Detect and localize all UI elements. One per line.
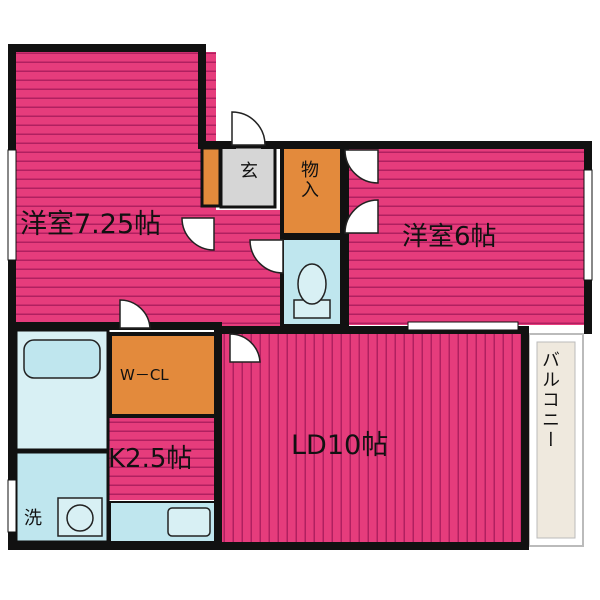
- room-label-western-6: 洋室6帖: [402, 222, 497, 252]
- door-swings: [119, 111, 379, 363]
- balcony-door: [407, 321, 519, 331]
- toilet-bowl: [297, 263, 327, 305]
- room-label-ld: LD10帖: [291, 430, 389, 461]
- entrance-storage: [200, 146, 222, 208]
- window-left: [7, 149, 17, 261]
- window-bath: [7, 479, 17, 533]
- washing-machine: [66, 504, 94, 532]
- room-kitchen: [108, 418, 220, 500]
- room-label-entrance: 玄: [240, 161, 258, 182]
- window-right: [583, 169, 593, 281]
- balcony-inner: [536, 341, 576, 539]
- room-western-6: [345, 145, 585, 325]
- room-label-storage: 物入: [298, 160, 319, 200]
- room-label-balcony: バルコニー: [539, 350, 560, 450]
- room-western-7-25: [16, 52, 216, 326]
- room-label-walkin-closet: W－CL: [120, 366, 169, 384]
- kitchen-sink: [167, 507, 211, 537]
- walkin-closet-area: [108, 332, 218, 418]
- room-label-western-7-25: 洋室7.25帖: [20, 209, 162, 240]
- room-label-washroom: 洗: [24, 508, 42, 529]
- entrance-area: [219, 145, 277, 209]
- room-label-kitchen: K2.5帖: [108, 444, 193, 474]
- bathtub: [23, 339, 101, 379]
- room-ld: [218, 330, 525, 542]
